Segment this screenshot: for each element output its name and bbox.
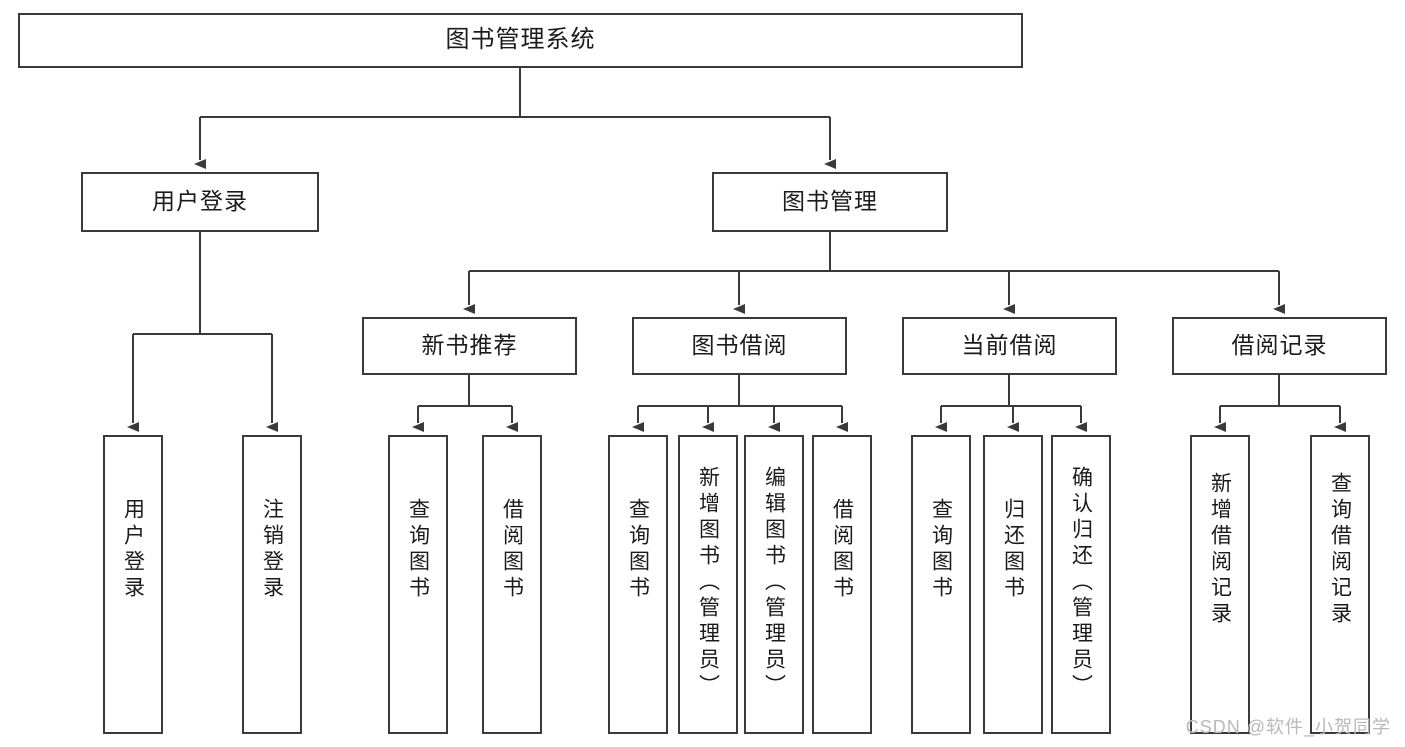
node-user-login[interactable]: 用户登录 [81,172,319,232]
node-label: 借阅记录 [1231,332,1328,359]
node-label: 新书推荐 [421,332,518,359]
node-leaf-logout[interactable]: 注销登录 [242,435,302,734]
node-leaf-edit-book[interactable]: 编辑图书（管理员） [744,435,804,734]
node-label: 用户登录 [121,498,145,602]
node-leaf-borrow-book-1[interactable]: 借阅图书 [482,435,542,734]
node-label: 查询图书 [626,498,650,602]
node-root-system[interactable]: 图书管理系统 [18,13,1023,68]
node-leaf-return-book[interactable]: 归还图书 [983,435,1043,734]
node-book-manage[interactable]: 图书管理 [712,172,948,232]
node-borrow-record[interactable]: 借阅记录 [1172,317,1387,375]
node-label: 借阅图书 [830,498,854,602]
node-label: 查询图书 [929,498,953,602]
node-leaf-user-login[interactable]: 用户登录 [103,435,163,734]
node-label: 编辑图书（管理员） [762,466,786,700]
node-current-borrow[interactable]: 当前借阅 [902,317,1117,375]
node-label: 图书管理系统 [445,26,596,54]
node-new-book-recommend[interactable]: 新书推荐 [362,317,577,375]
node-label: 借阅图书 [500,498,524,602]
node-label: 查询借阅记录 [1328,472,1352,628]
node-leaf-add-book[interactable]: 新增图书（管理员） [678,435,738,734]
node-leaf-query-record[interactable]: 查询借阅记录 [1310,435,1370,734]
node-leaf-query-book-1[interactable]: 查询图书 [388,435,448,734]
node-label: 归还图书 [1001,498,1025,602]
node-label: 图书借阅 [691,332,788,359]
watermark: CSDN @软件_小贺同学 [1185,717,1391,737]
node-leaf-query-book-3[interactable]: 查询图书 [911,435,971,734]
node-label: 新增图书（管理员） [696,466,720,700]
node-book-borrow[interactable]: 图书借阅 [632,317,847,375]
node-label: 新增借阅记录 [1208,472,1232,628]
node-leaf-add-record[interactable]: 新增借阅记录 [1190,435,1250,734]
node-leaf-query-book-2[interactable]: 查询图书 [608,435,668,734]
node-label: 图书管理 [782,188,878,215]
node-leaf-confirm-return[interactable]: 确认归还（管理员） [1051,435,1111,734]
node-label: 确认归还（管理员） [1069,466,1093,700]
node-leaf-borrow-book-2[interactable]: 借阅图书 [812,435,872,734]
node-label: 当前借阅 [961,332,1058,359]
node-label: 用户登录 [152,188,248,215]
node-label: 注销登录 [260,498,284,602]
node-label: 查询图书 [406,498,430,602]
